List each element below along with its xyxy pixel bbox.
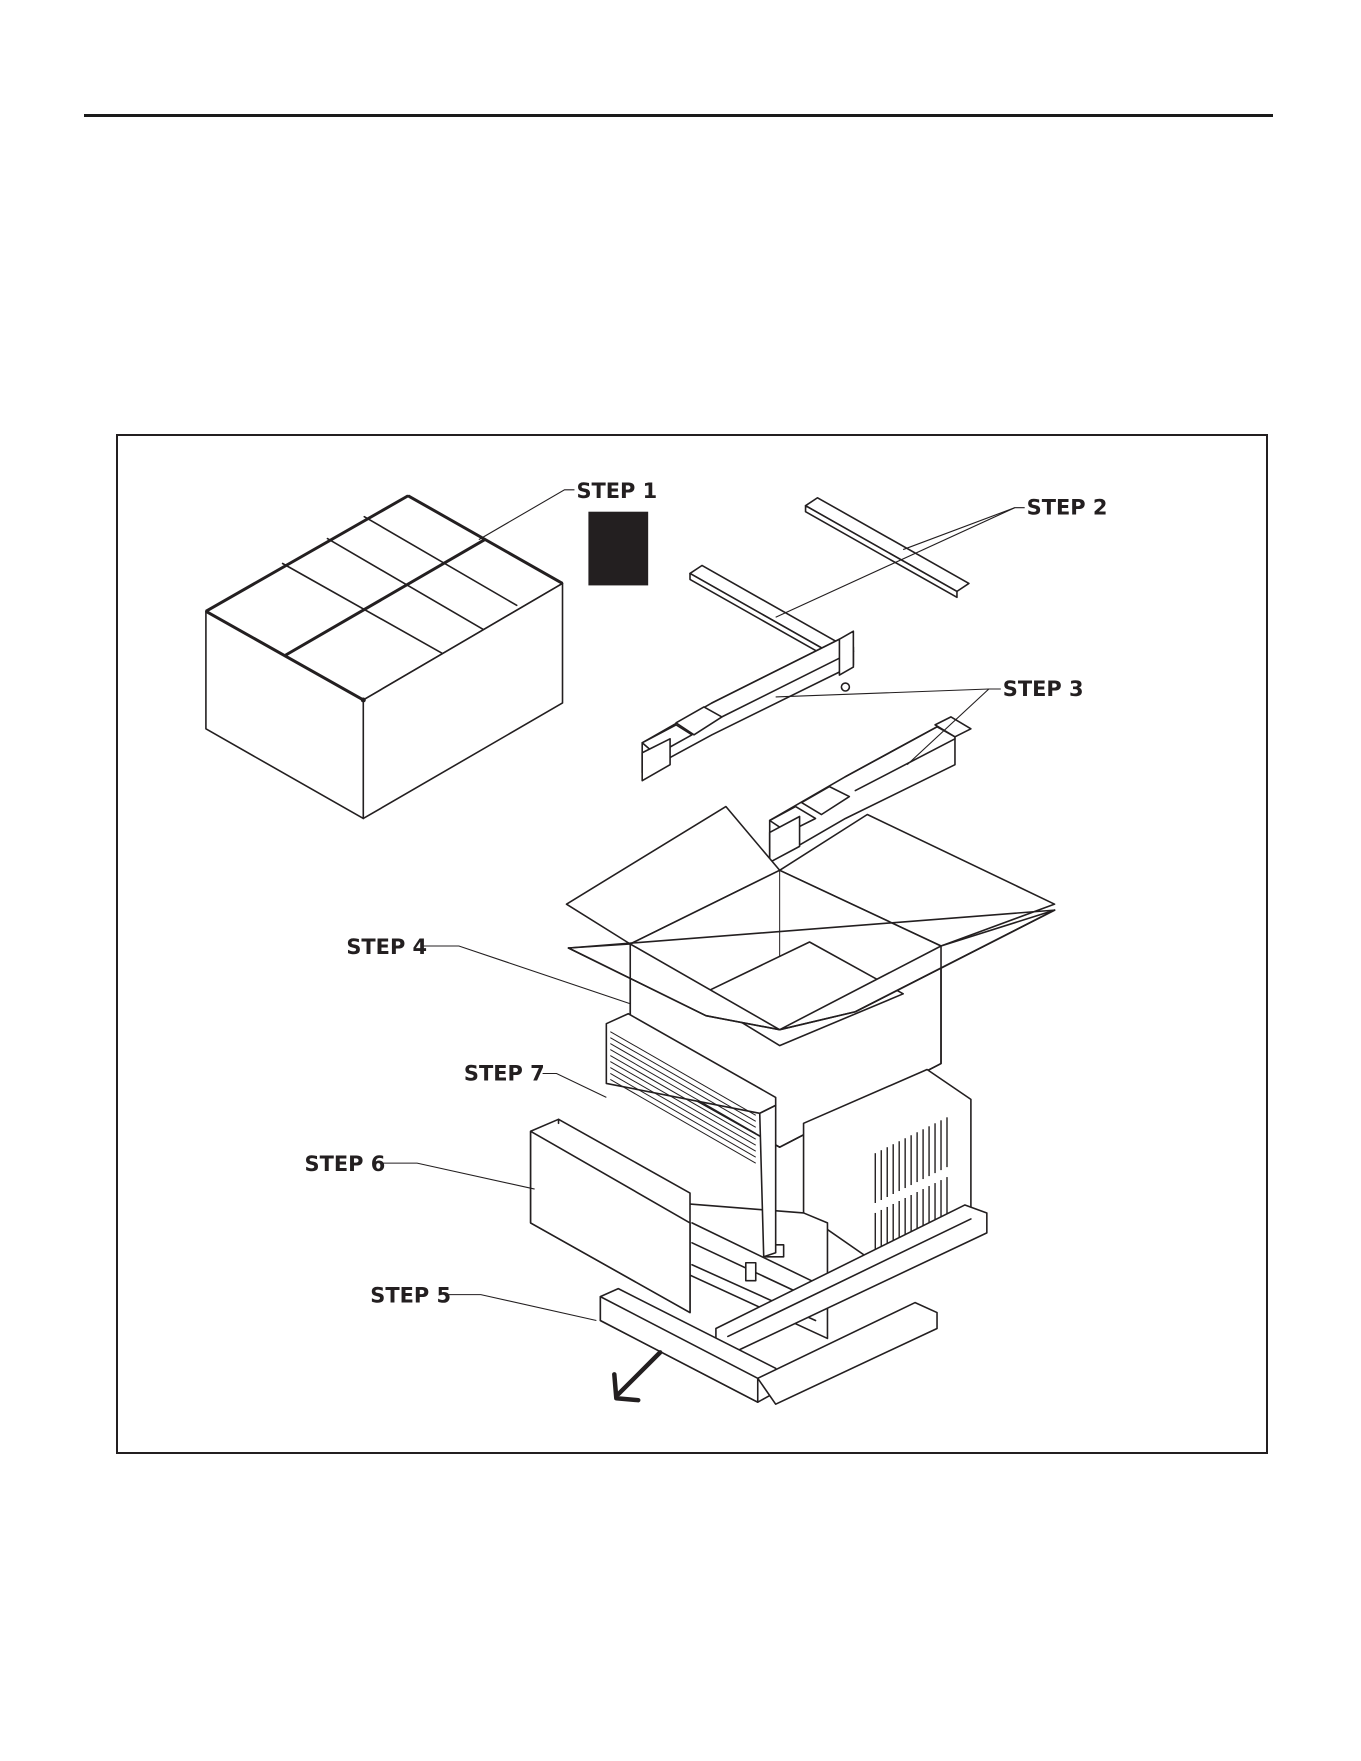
step-1-label: STEP 1 <box>576 479 657 503</box>
header-rule <box>84 114 1273 117</box>
step-6-label: STEP 6 <box>305 1152 386 1176</box>
step-3-label: STEP 3 <box>1003 677 1084 701</box>
step-7-label: STEP 7 <box>464 1061 545 1085</box>
unpacking-figure: STEP 1 STEP 2 STEP 3 STEP 4 STEP 5 STEP … <box>116 434 1268 1454</box>
step-4-label: STEP 4 <box>346 935 427 959</box>
pull-direction-arrow-icon <box>614 1352 660 1400</box>
unpacking-illustration: STEP 1 STEP 2 STEP 3 STEP 4 STEP 5 STEP … <box>118 436 1266 1452</box>
warning-placard <box>588 512 648 586</box>
closed-carton <box>206 496 563 819</box>
step-2-label: STEP 2 <box>1027 496 1108 520</box>
top-wood-strips <box>690 498 969 665</box>
step-5-label: STEP 5 <box>370 1284 451 1308</box>
